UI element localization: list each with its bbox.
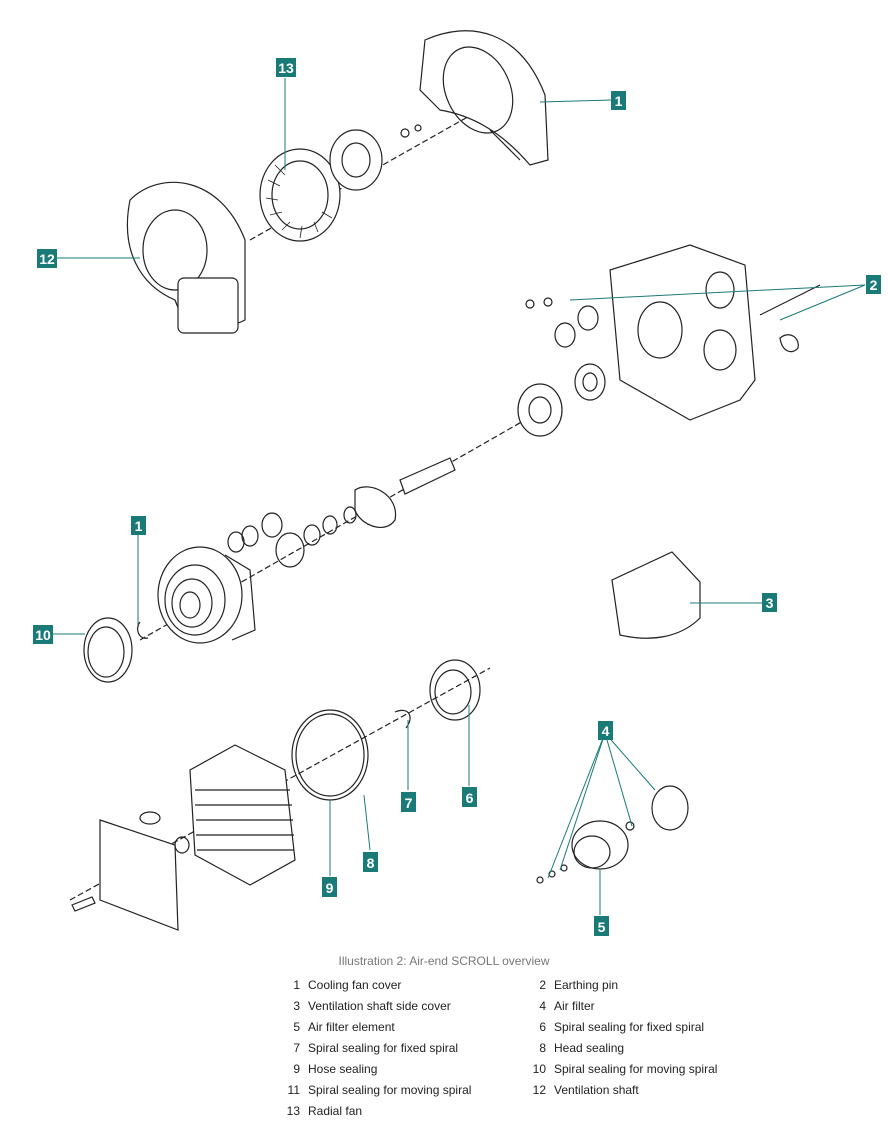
callout-4: 4 (598, 721, 613, 740)
seal-set-middle (227, 506, 357, 568)
ventilation-shaft-side-cover (611, 551, 701, 639)
fan-hub (329, 124, 422, 191)
spiral-sealing-moving (83, 617, 149, 683)
svg-text:9: 9 (326, 880, 334, 896)
svg-text:12: 12 (39, 251, 55, 267)
callout-9: 9 (322, 877, 337, 897)
callout-7: 7 (401, 792, 416, 812)
earthing-pin-parts (525, 284, 821, 353)
cooling-fan-cover (419, 30, 549, 166)
svg-text:2: 2 (870, 277, 878, 293)
callout-12: 12 (37, 249, 57, 268)
crankcase (609, 244, 756, 421)
ventilation-shaft-part (126, 181, 246, 334)
head-seals (291, 659, 481, 801)
moving-spiral (157, 546, 256, 644)
callout-6: 6 (462, 787, 477, 807)
svg-text:4: 4 (602, 723, 610, 739)
callout-8: 8 (363, 852, 378, 872)
axis-line-top (249, 109, 481, 241)
callout-13: 13 (276, 58, 296, 77)
svg-text:6: 6 (466, 790, 474, 806)
svg-text:1: 1 (135, 518, 143, 534)
exploded-view-diagram: 1 13 12 2 1 10 3 4 7 6 8 9 5 (33, 30, 881, 936)
callout-5: 5 (594, 916, 609, 936)
callout-10: 10 (33, 625, 53, 644)
svg-text:5: 5 (598, 919, 606, 935)
fixed-spiral-head (71, 744, 296, 931)
svg-text:7: 7 (405, 795, 413, 811)
svg-text:13: 13 (278, 60, 294, 76)
callout-2: 2 (866, 275, 881, 294)
air-filter-assembly (536, 785, 689, 884)
radial-fan (259, 148, 341, 242)
svg-text:10: 10 (35, 627, 51, 643)
callout-1-top: 1 (611, 91, 626, 110)
svg-text:3: 3 (766, 595, 774, 611)
svg-text:1: 1 (615, 93, 623, 109)
callout-1-mid: 1 (131, 516, 146, 535)
svg-text:8: 8 (367, 855, 375, 871)
callout-3: 3 (762, 593, 777, 612)
crankshaft-assembly (354, 363, 606, 528)
leader-lines (52, 78, 866, 915)
figure-caption: Illustration 2: Air-end SCROLL overview (338, 954, 550, 968)
